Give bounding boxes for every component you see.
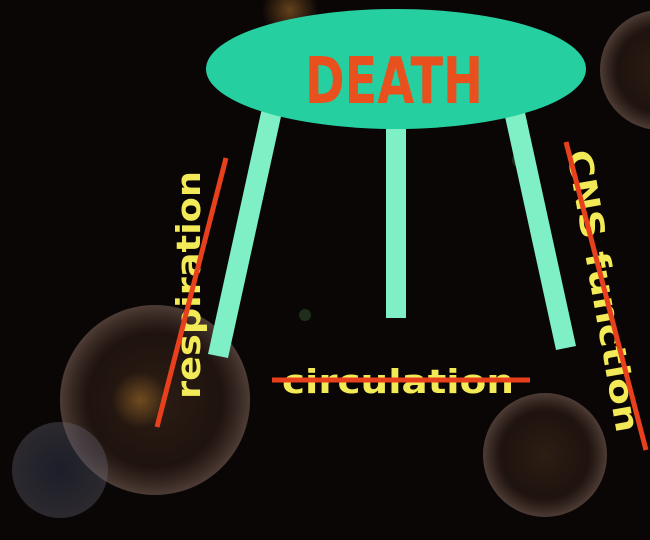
bokeh-circle [483,393,607,517]
death-title: DEATH [305,45,483,119]
stool-leg-left [208,108,282,358]
bokeh-dot [299,309,311,321]
bokeh-circle [600,10,650,130]
bokeh-circle [12,422,108,518]
stool-leg-center [386,118,406,318]
stool-legs [208,108,576,358]
